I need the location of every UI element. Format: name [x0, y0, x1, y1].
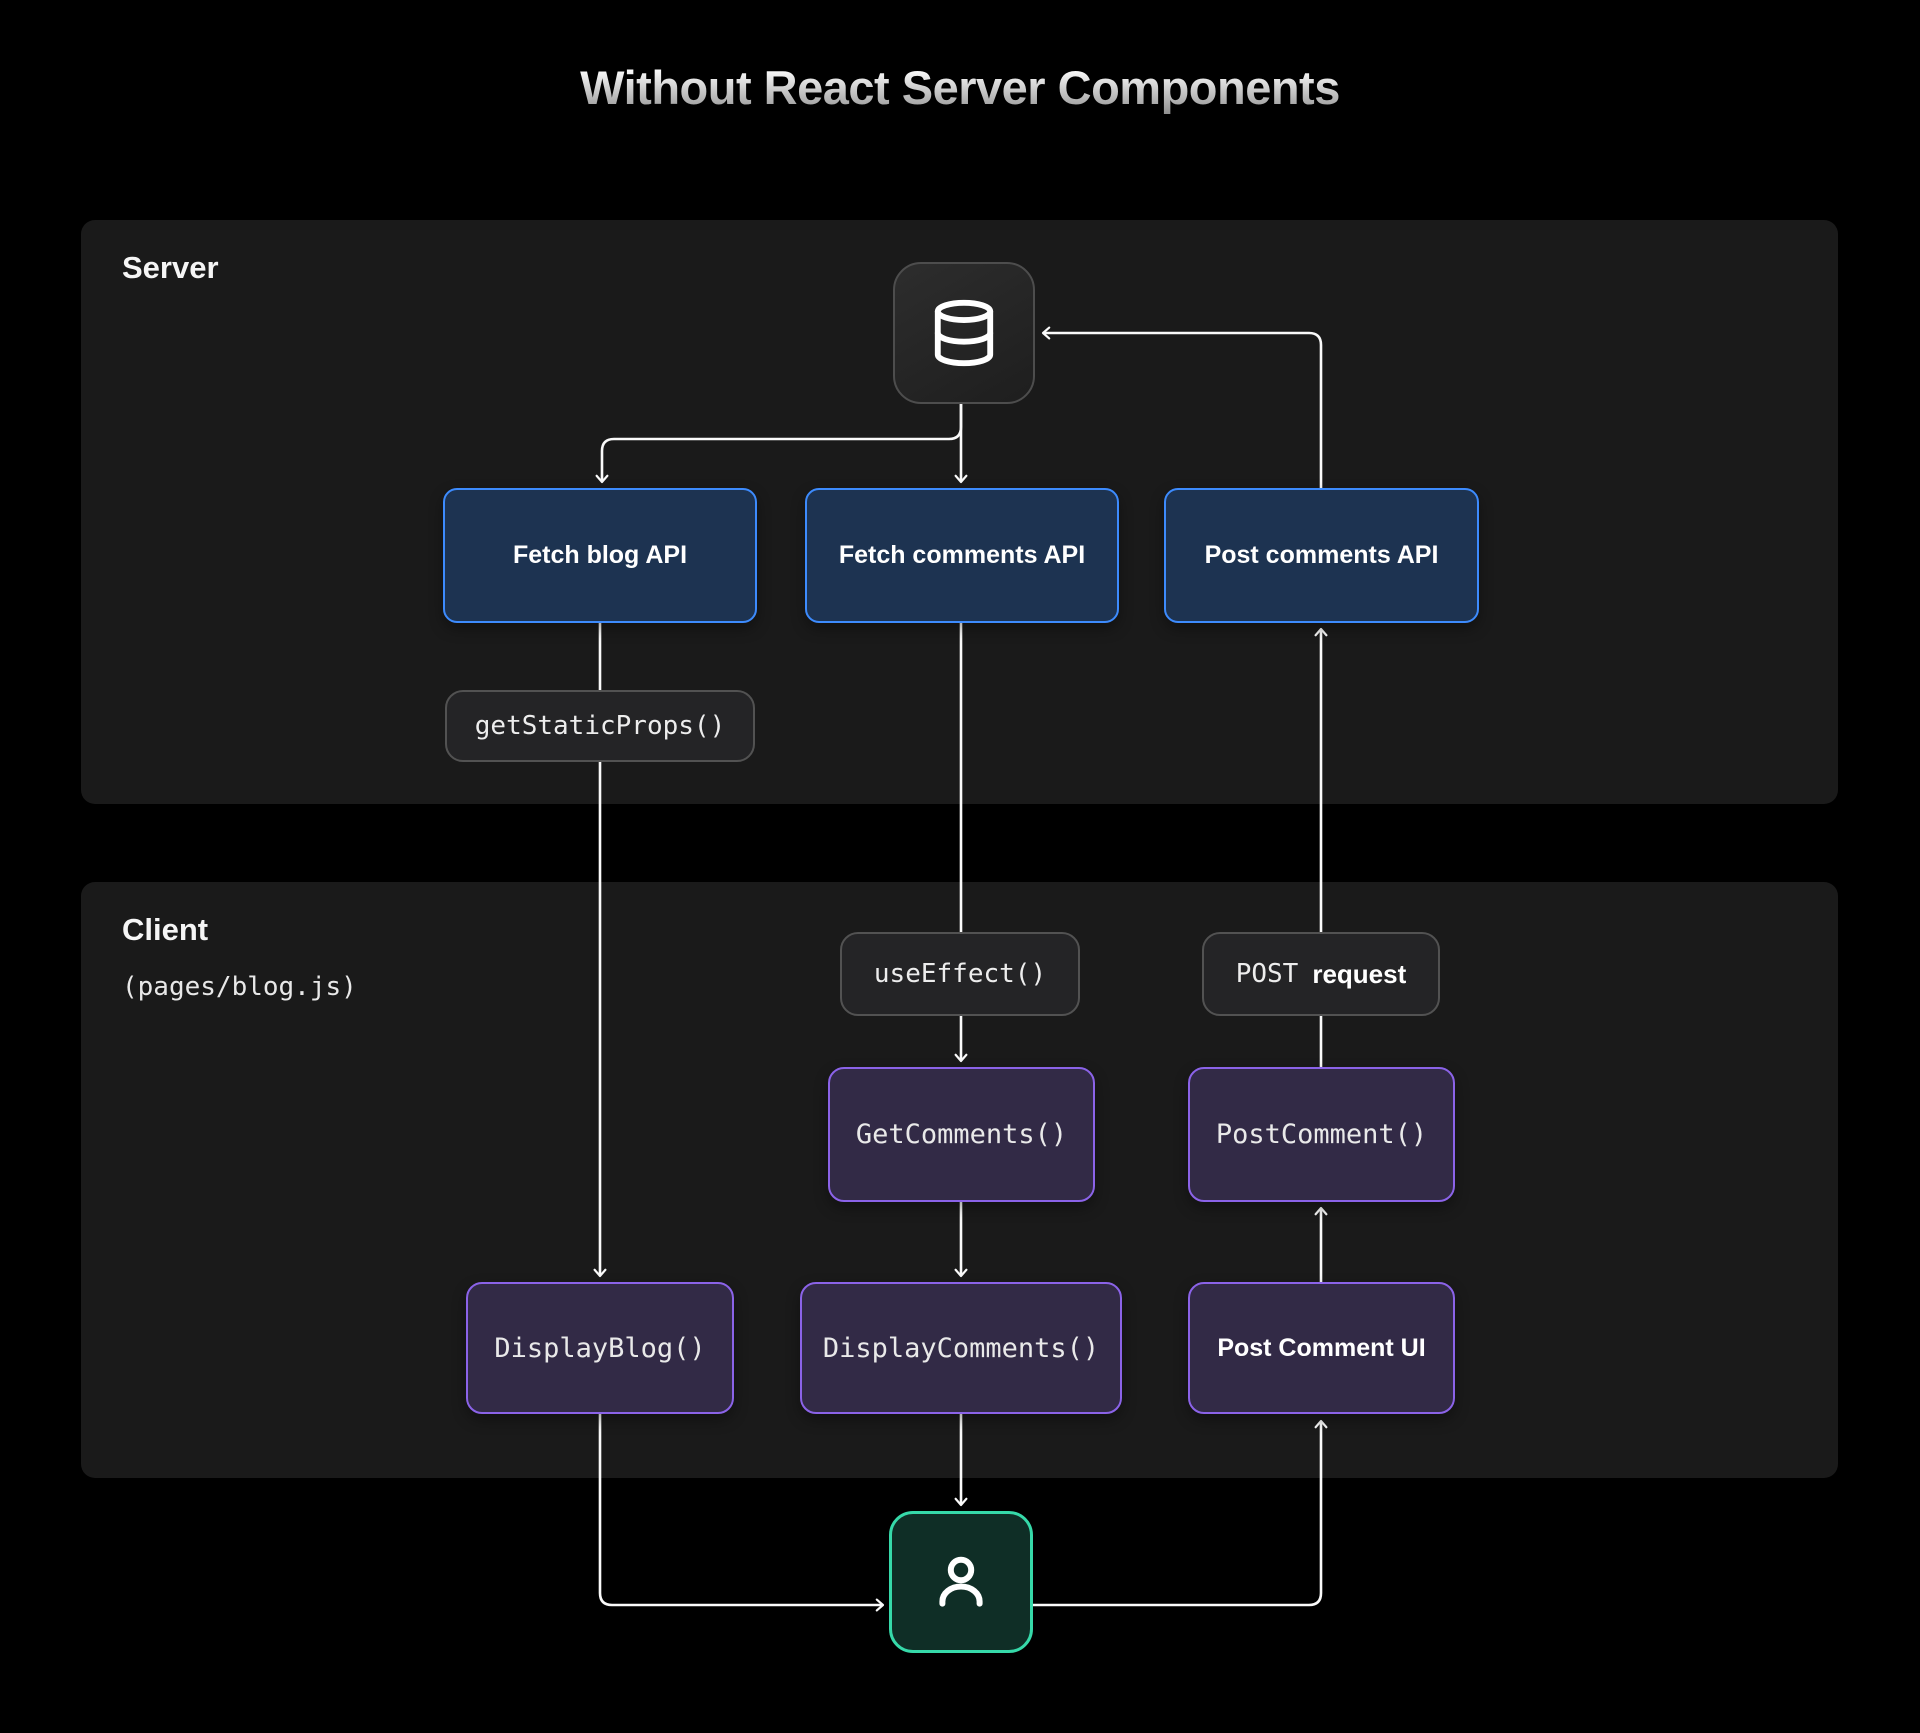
diagram-title: Without React Server Components: [0, 60, 1920, 115]
get-comments-box: GetComments(): [828, 1067, 1095, 1202]
post-comments-api-label: Post comments API: [1204, 541, 1439, 569]
user-node: [889, 1511, 1033, 1653]
display-comments-label: DisplayComments(): [822, 1332, 1100, 1364]
use-effect-pill: useEffect(): [840, 932, 1080, 1016]
server-panel-label: Server: [122, 250, 219, 285]
display-blog-label: DisplayBlog(): [494, 1332, 706, 1364]
fetch-blog-api-label: Fetch blog API: [512, 541, 688, 569]
post-comments-api-box: Post comments API: [1164, 488, 1479, 623]
post-comment-ui-box: Post Comment UI: [1188, 1282, 1455, 1414]
connector-user-to-post-comment-ui: [1033, 1419, 1328, 1607]
post-request-label-bold: request: [1312, 958, 1407, 989]
connector-db-to-fetch-blog: [595, 404, 963, 484]
use-effect-label: useEffect(): [873, 959, 1047, 989]
connector-post-comments-to-db: [1041, 326, 1323, 488]
get-comments-label: GetComments(): [855, 1119, 1068, 1150]
get-static-props-label: getStaticProps(): [474, 711, 726, 741]
user-icon: [939, 1556, 983, 1607]
database-node: [893, 262, 1035, 404]
fetch-comments-api-box: Fetch comments API: [805, 488, 1119, 623]
connector-display-blog-to-user: [598, 1414, 885, 1612]
display-blog-box: DisplayBlog(): [466, 1282, 734, 1414]
fetch-blog-api-box: Fetch blog API: [443, 488, 757, 623]
display-comments-box: DisplayComments(): [800, 1282, 1122, 1414]
post-comment-label: PostComment(): [1215, 1119, 1428, 1150]
client-panel-label: Client: [122, 912, 209, 947]
client-panel-path-label: (pages/blog.js): [122, 972, 357, 1002]
get-static-props-pill: getStaticProps(): [445, 690, 755, 762]
post-comment-box: PostComment(): [1188, 1067, 1455, 1202]
database-icon: [934, 299, 994, 367]
post-request-label-mono: POST: [1235, 959, 1299, 989]
post-comment-ui-label: Post Comment UI: [1217, 1333, 1426, 1362]
fetch-comments-api-label: Fetch comments API: [838, 541, 1086, 569]
post-request-pill: POST request: [1202, 932, 1440, 1016]
